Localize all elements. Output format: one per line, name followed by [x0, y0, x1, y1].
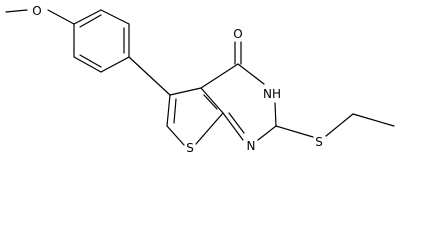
oxygen-to-phenyl-bond — [47, 9, 75, 25]
ethylthio-group: S — [275, 113, 395, 149]
phenyl-bond-5 — [73, 56, 102, 73]
thiophene-bond-c5-c4 — [169, 87, 202, 96]
pyrimidine-bond-c4-n3 — [237, 63, 265, 85]
phenyl-ring — [73, 9, 130, 73]
pyrimidine-bond-n1-c7a — [222, 112, 244, 141]
pyrimidine-bond-c2-n1 — [257, 125, 277, 141]
thiophene-ring: S — [166, 87, 224, 155]
thiophene-bond-c7a-s — [195, 112, 224, 145]
thiophene-bond-c4-c4a — [200, 87, 224, 114]
methoxy-group: O — [5, 1, 75, 25]
methyl-to-oxygen-bond — [5, 9, 28, 13]
methoxy-oxygen-label: O — [32, 4, 41, 18]
thioether-sulfur-label: S — [315, 135, 323, 149]
thiophene-sulfur-label: S — [186, 141, 194, 155]
ring-nitrogen-label: N — [247, 139, 256, 153]
pyrimidine-double-bond-inner — [228, 112, 245, 134]
phenyl-bond-2 — [100, 9, 130, 25]
phenyl-double-bond-a — [79, 14, 102, 28]
phenyl-bond-1 — [73, 9, 102, 25]
molecule-structure: O S NH N O — [5, 1, 395, 155]
phenyl-double-bond-c — [79, 54, 102, 68]
carbonyl-group: O — [233, 27, 243, 65]
pyrimidine-bond-c4-c4a — [200, 63, 239, 89]
c2-to-sulfur-bond — [275, 125, 314, 138]
carbonyl-oxygen-label: O — [233, 27, 242, 41]
thiophene-bond-s-c6 — [166, 125, 185, 146]
thiophene-double-bond-inner-b — [203, 94, 218, 110]
pyrimidine-bond-n3-c2 — [274, 102, 277, 127]
phenyl-bond-4 — [100, 56, 130, 73]
sulfur-to-ch2-bond — [325, 113, 354, 137]
thiophene-double-bond-inner-a — [173, 98, 177, 124]
ch2-to-ch3-bond — [352, 113, 395, 127]
phenyl-to-thiophene-bond — [128, 56, 171, 96]
thiophene-bond-c6-c5 — [166, 94, 171, 127]
pyrimidinone-ring: NH N — [200, 63, 281, 153]
nh-label: NH — [263, 87, 281, 101]
